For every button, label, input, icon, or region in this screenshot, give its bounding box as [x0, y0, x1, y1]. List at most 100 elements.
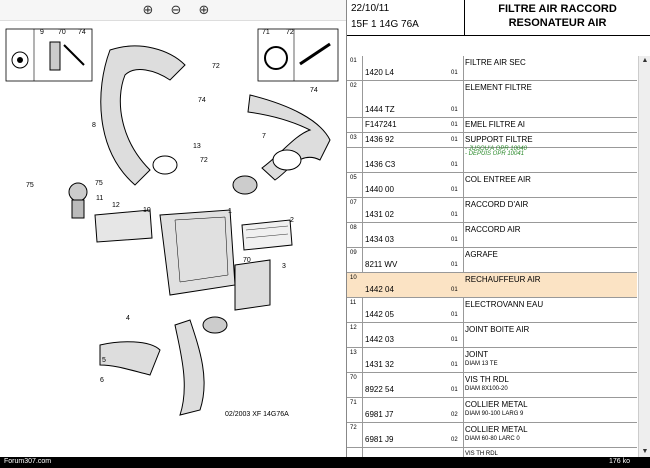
part-quantity: 01: [451, 122, 458, 128]
parts-list-panel: 22/10/11 15F 1 14G 76A FILTRE AIR RACCOR…: [347, 0, 650, 457]
clamp-part: [264, 46, 288, 70]
part-description: SUPPORT FILTRE: [465, 135, 533, 144]
bolt-part: [49, 41, 61, 71]
callout-72c: 72: [200, 157, 208, 164]
table-row[interactable]: 12 1442 03 01 JOINT BOITE AIR: [347, 323, 637, 348]
part-quantity: 02: [451, 437, 458, 443]
callout-72: 72: [286, 29, 294, 36]
part-description: AGRAFE: [465, 250, 498, 259]
table-row[interactable]: VIS TH RDL: [347, 448, 637, 457]
header-title-line2: RESONATEUR AIR: [508, 17, 607, 29]
part-description: RACCORD AIR: [465, 225, 521, 234]
callout-74c: 74: [310, 87, 318, 94]
zoom-in-icon[interactable]: ⊕: [142, 2, 154, 18]
air-filter-box-1: [159, 209, 236, 296]
detail-box-71-72: [257, 28, 339, 82]
part-note: - JUSQU'A OPR 10040: [465, 146, 527, 152]
part-quantity: 01: [451, 362, 458, 368]
zoom-out-icon[interactable]: ⊖: [170, 2, 182, 18]
item-number: 72: [350, 425, 357, 431]
air-duct-4: [99, 341, 161, 376]
header-date: 22/10/11: [351, 3, 390, 14]
item-number: 08: [350, 225, 357, 231]
clip-part: [11, 51, 29, 69]
part-reference: 1444 TZ: [365, 105, 395, 114]
part-reference: F147241: [365, 120, 397, 129]
item-number: 05: [350, 175, 357, 181]
detail-box-9-70-74: [5, 28, 93, 82]
part-description: COLLIER METAL: [465, 400, 528, 409]
item-number: 71: [350, 400, 357, 406]
item-number: 10: [350, 275, 357, 281]
zoom-toolbar: ⊕ ⊖ ⊕: [0, 0, 346, 21]
table-row[interactable]: 72 6981 J9 02 COLLIER METAL DIAM 60-80 LARC …: [347, 423, 637, 448]
scrollbar[interactable]: ▲ ▼: [638, 56, 650, 457]
part-quantity: 01: [451, 137, 458, 143]
zoom-fit-icon[interactable]: ⊕: [198, 2, 210, 18]
callout-71: 71: [262, 29, 270, 36]
callout-2: 2: [290, 217, 294, 224]
callout-75: 75: [26, 182, 34, 189]
column-divider-2: [463, 56, 464, 457]
item-number: 12: [350, 325, 357, 331]
part-reference: 1440 00: [365, 185, 394, 194]
scroll-up-icon[interactable]: ▲: [641, 57, 649, 64]
part-reference: 1442 04: [365, 285, 394, 294]
part-note: - DEPUIS OPR 10041: [465, 151, 525, 157]
parts-header: 22/10/11 15F 1 14G 76A FILTRE AIR RACCOR…: [347, 0, 650, 36]
part-reference: 1434 03: [365, 235, 394, 244]
item-number: 70: [350, 375, 357, 381]
item-number: 09: [350, 250, 357, 256]
callout-70: 70: [58, 29, 66, 36]
callout-7: 7: [262, 133, 266, 140]
part-quantity: 02: [451, 412, 458, 418]
item-number: 07: [350, 200, 357, 206]
air-hose-8: [100, 45, 186, 186]
callout-75b: 75: [95, 180, 103, 187]
part-reference: 1436 C3: [365, 160, 396, 169]
callout-13: 13: [193, 143, 201, 150]
header-title-line1: FILTRE AIR RACCORD: [498, 3, 617, 15]
status-size: 176 ko: [608, 458, 630, 465]
callout-3: 3: [282, 263, 286, 270]
scroll-down-icon[interactable]: ▼: [641, 448, 649, 455]
part-quantity: 01: [451, 337, 458, 343]
part-note: DIAM 60-80 LARC 0: [465, 436, 520, 442]
status-bar: Forum307.com 176 ko: [0, 457, 650, 468]
callout-6: 6: [100, 377, 104, 384]
part-reference: 6981 J9: [365, 435, 394, 444]
air-duct-6: [174, 319, 205, 416]
part-quantity: 01: [451, 312, 458, 318]
water-valve-11: [68, 182, 88, 202]
filter-element-2: [241, 219, 293, 251]
screw-part: [299, 42, 331, 66]
callout-1: 1: [228, 208, 232, 215]
part-note: DIAM 90-100 LARG 9: [465, 411, 524, 417]
part-quantity: 01: [451, 212, 458, 218]
item-number: 01: [350, 58, 357, 64]
callout-8: 8: [92, 122, 96, 129]
part-description: RACCORD D'AIR: [465, 200, 529, 209]
item-number: 03: [350, 135, 357, 141]
part-reference: 1442 05: [365, 310, 394, 319]
part-description: COLLIER METAL: [465, 425, 528, 434]
part-reference: 1442 03: [365, 335, 394, 344]
part-description: FILTRE AIR SEC: [465, 58, 526, 67]
part-reference: 8211 WV: [365, 260, 398, 269]
part-description: JOINT BOITE AIR: [465, 325, 530, 334]
